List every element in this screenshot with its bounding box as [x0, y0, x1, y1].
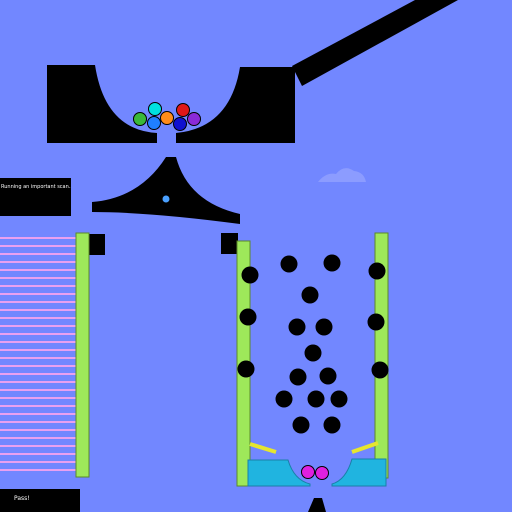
- navy-ball: [173, 117, 187, 131]
- stripe: [0, 469, 76, 471]
- bottom-spike: [308, 498, 326, 512]
- magenta-ball: [301, 465, 315, 479]
- stripe: [0, 405, 76, 407]
- peg: [323, 254, 341, 272]
- peg-left: [89, 234, 105, 255]
- stripe: [0, 357, 76, 359]
- stripe: [0, 261, 76, 263]
- peg: [301, 286, 319, 304]
- green-ball: [133, 112, 147, 126]
- stripe: [0, 309, 76, 311]
- stripe: [0, 445, 76, 447]
- stripe: [0, 237, 76, 239]
- red-ball: [176, 103, 190, 117]
- stripe: [0, 373, 76, 375]
- peg: [237, 360, 255, 378]
- funnel: [92, 157, 240, 224]
- balls: [133, 102, 329, 480]
- peg-field: [237, 254, 389, 434]
- peg: [307, 390, 325, 408]
- hopper-left: [47, 65, 157, 143]
- hopper-right: [176, 67, 295, 143]
- stripe: [0, 245, 76, 247]
- stripe: [0, 413, 76, 415]
- stripe: [0, 269, 76, 271]
- peg: [289, 368, 307, 386]
- stripe: [0, 397, 76, 399]
- peg: [315, 318, 333, 336]
- peg: [241, 266, 259, 284]
- peg: [330, 390, 348, 408]
- stripe: [0, 429, 76, 431]
- purple-ball: [187, 112, 201, 126]
- peg: [239, 308, 257, 326]
- striped-panel: [0, 237, 76, 471]
- peg: [371, 361, 389, 379]
- peg: [292, 416, 310, 434]
- stripe: [0, 437, 76, 439]
- cyan-ball: [148, 102, 162, 116]
- stripe: [0, 389, 76, 391]
- catch-cup: [247, 458, 387, 487]
- peg: [319, 367, 337, 385]
- stripe: [0, 453, 76, 455]
- peg: [275, 390, 293, 408]
- peg-right: [221, 233, 238, 254]
- peg: [368, 262, 386, 280]
- flipper-left[interactable]: [249, 442, 277, 454]
- peg: [323, 416, 341, 434]
- stripe: [0, 301, 76, 303]
- peg: [367, 313, 385, 331]
- peg: [288, 318, 306, 336]
- stripe: [0, 253, 76, 255]
- flipper-right[interactable]: [351, 441, 379, 454]
- stripe: [0, 365, 76, 367]
- peg: [304, 344, 322, 362]
- stripe: [0, 285, 76, 287]
- pass-panel: [0, 489, 80, 512]
- cloud: [318, 168, 366, 182]
- blue-ball: [147, 116, 161, 130]
- pass-label: Pass!: [14, 495, 30, 502]
- stripe: [0, 421, 76, 423]
- stripe: [0, 381, 76, 383]
- stripe: [0, 317, 76, 319]
- stripe: [0, 293, 76, 295]
- stripe: [0, 333, 76, 335]
- stripe: [0, 341, 76, 343]
- orange-ball: [160, 111, 174, 125]
- magenta-ball: [315, 466, 329, 480]
- ramp: [292, 0, 458, 86]
- status-message: Running an important scan...: [1, 184, 71, 190]
- stripe: [0, 461, 76, 463]
- peg: [280, 255, 298, 273]
- status-panel: [0, 178, 71, 216]
- wall-left-outer: [75, 232, 90, 478]
- stripe: [0, 277, 76, 279]
- stripe: [0, 349, 76, 351]
- stripe: [0, 325, 76, 327]
- pivot-hole: [162, 195, 170, 203]
